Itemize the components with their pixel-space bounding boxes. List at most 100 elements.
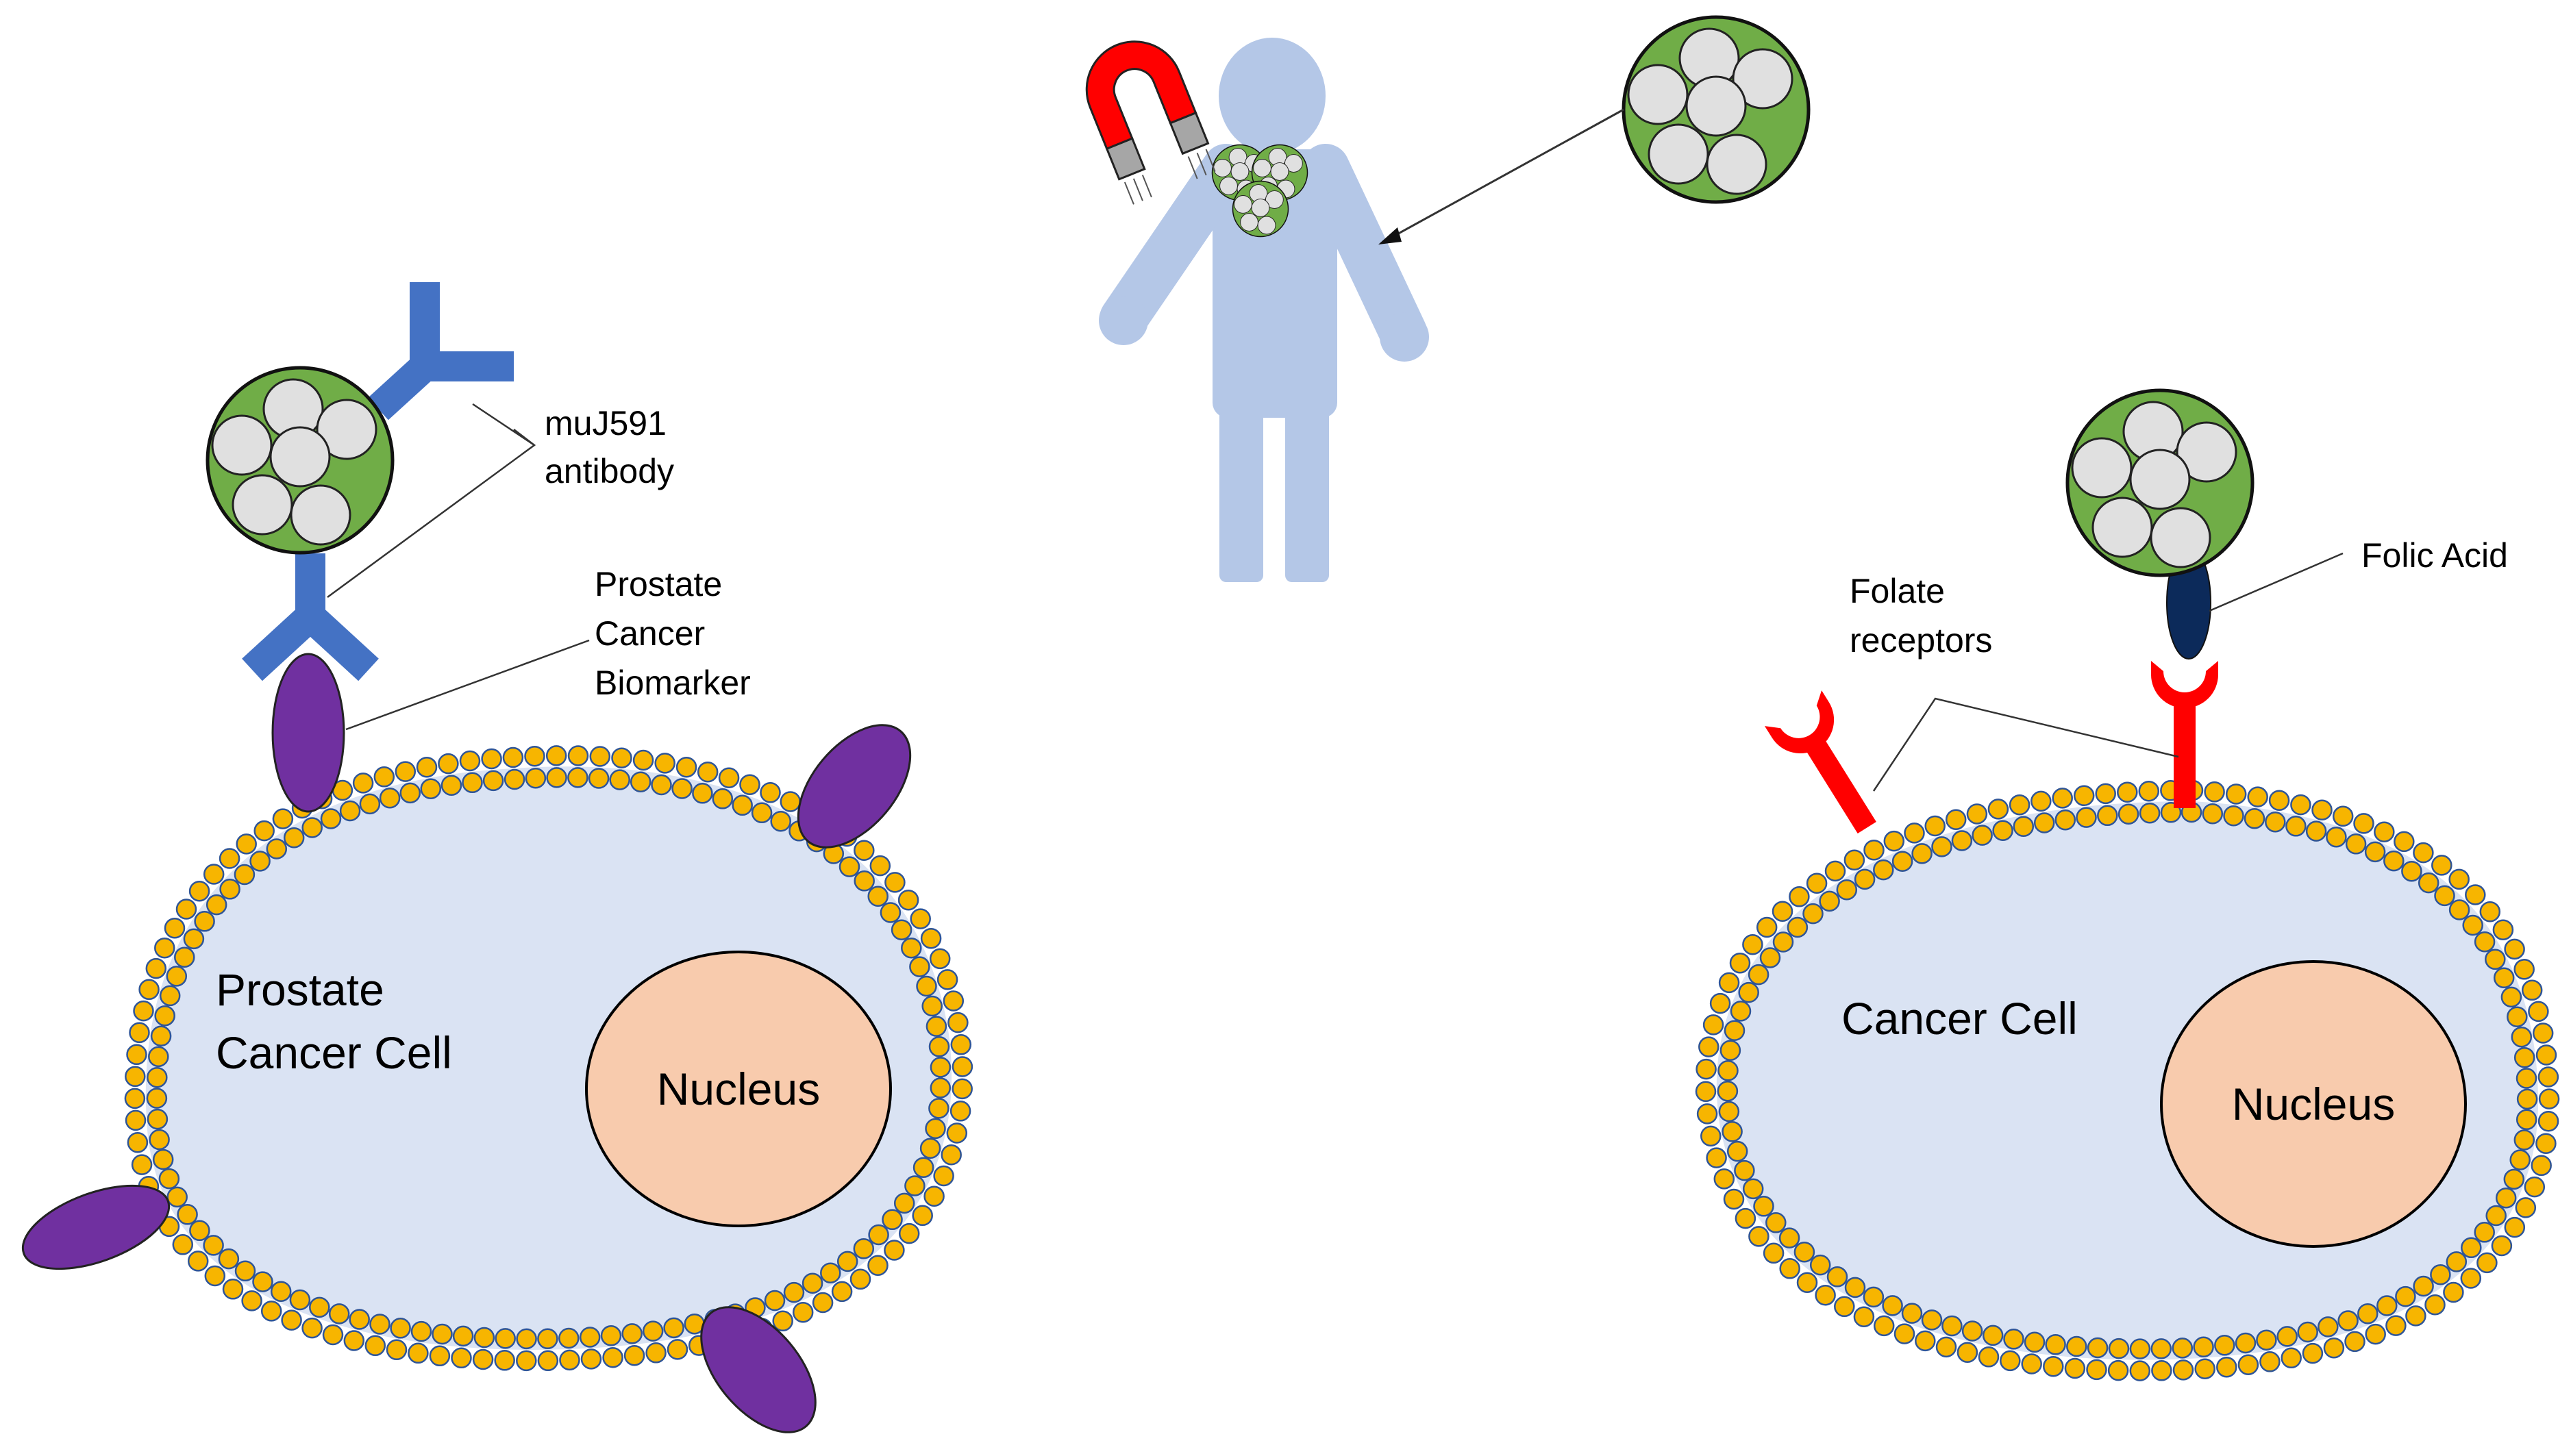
membrane-bead (2086, 1359, 2107, 1381)
membrane-bead (2305, 820, 2327, 842)
membrane-bead (175, 899, 197, 920)
membrane-bead (146, 1088, 168, 1109)
membrane-bead (580, 1348, 602, 1370)
membrane-bead (2364, 841, 2386, 863)
membrane-bead (880, 902, 902, 923)
membrane-bead (2465, 884, 2486, 905)
membrane-bead (2513, 1046, 2535, 1068)
membrane-bead (451, 1347, 472, 1369)
membrane-bead (1738, 981, 1759, 1003)
membrane-bead (950, 1034, 972, 1055)
membrane-bead (1873, 859, 1894, 881)
membrane-bead (559, 1349, 580, 1371)
membrane-bead (149, 1129, 170, 1151)
cell-label-line2: Cancer Cell (216, 1027, 452, 1078)
membrane-bead (2394, 831, 2415, 853)
membrane-bead (204, 1265, 226, 1287)
membrane-bead (854, 870, 875, 892)
membrane-bead (177, 1204, 198, 1225)
membrane-bead (537, 1350, 559, 1372)
biomarker-label-line1: Prostate (595, 565, 722, 603)
membrane-bead (187, 1251, 209, 1272)
membrane-bead (2297, 1321, 2318, 1343)
membrane-bead (912, 1157, 934, 1178)
membrane-bead (2401, 860, 2422, 882)
membrane-bead (1802, 903, 1824, 925)
membrane-bead (2511, 1026, 2533, 1048)
membrane-bead (1915, 1330, 1936, 1352)
membrane-bead (2066, 1335, 2087, 1357)
membrane-bead (2521, 979, 2543, 1001)
membrane-bead (138, 979, 160, 1001)
membrane-bead (166, 1186, 188, 1208)
membrane-bead (1759, 947, 1781, 968)
membrane-bead (1726, 1140, 1748, 1162)
membrane-bead (1778, 1227, 1800, 1248)
membrane-bead (893, 1192, 915, 1214)
membrane-bead (2503, 1168, 2525, 1190)
membrane-bead (253, 820, 275, 842)
membrane-bead (2537, 1110, 2559, 1132)
membrane-bead (1935, 1336, 1957, 1358)
membrane-bead (364, 1335, 386, 1357)
membrane-bead (219, 879, 240, 900)
membrane-bead (2513, 1129, 2535, 1151)
nucleus-label: Nucleus (657, 1064, 820, 1114)
membrane-bead (783, 1281, 805, 1303)
membrane-bead (379, 787, 401, 809)
membrane-bead (1719, 1040, 1741, 1061)
cancer-cell: Nucleus Cancer Cell (1695, 779, 2560, 1381)
membrane-bead (2150, 1338, 2172, 1359)
membrane-bead (1911, 843, 1933, 864)
membrane-bead (2204, 781, 2225, 803)
membrane-bead (164, 917, 186, 939)
membrane-bead (1882, 1295, 1903, 1316)
membrane-bead (2216, 1356, 2237, 1378)
membrane-bead (440, 775, 462, 796)
membrane-bead (2129, 1338, 2151, 1359)
membrane-bead (189, 1220, 210, 1242)
membrane-bead (420, 778, 442, 799)
membrane-bead (1931, 836, 1952, 857)
membrane-bead (654, 753, 675, 774)
membrane-bead (183, 928, 205, 950)
membrane-bead (2385, 1315, 2407, 1336)
membrane-bead (1772, 931, 1794, 953)
membrane-bead (386, 1339, 408, 1361)
membrane-bead (1729, 952, 1751, 974)
membrane-bead (1779, 1258, 1800, 1279)
membrane-bead (1735, 1207, 1756, 1229)
membrane-bead (252, 1271, 273, 1292)
membrane-bead (2531, 1155, 2552, 1177)
membrane-bead (234, 864, 256, 886)
membrane-bead (910, 908, 931, 929)
membrane-bead (473, 1327, 495, 1348)
membrane-bead (2237, 1354, 2259, 1375)
membrane-bead (219, 848, 240, 869)
membrane-bead (1883, 830, 1905, 852)
antibody-leader-lines (327, 403, 536, 599)
membrane-bead (459, 750, 481, 772)
membrane-bead (2064, 1357, 2086, 1379)
membrane-bead (928, 1098, 949, 1119)
membrane-bead (925, 1118, 946, 1140)
membrane-bead (1702, 1014, 1724, 1035)
membrane-bead (2515, 1197, 2537, 1218)
membrane-bead (2054, 809, 2076, 831)
membrane-bead (2448, 899, 2470, 920)
membrane-bead (2504, 1216, 2526, 1238)
membrane-bead (2247, 786, 2268, 807)
membrane-bead (1978, 1346, 2000, 1368)
membrane-bead (495, 1328, 516, 1349)
folate-receptor-label-line2: receptors (1850, 621, 1992, 660)
membrane-bead (2097, 805, 2118, 827)
membrane-bead (1700, 1125, 1722, 1147)
membrane-bead (399, 782, 421, 804)
membrane-bead (1924, 815, 1946, 837)
prostate-cancer-cell: Nucleus Prostate Cancer Cell (124, 745, 973, 1372)
membrane-bead (933, 1165, 954, 1187)
membrane-bead (611, 747, 632, 768)
membrane-bead (923, 1185, 945, 1207)
membrane-bead (289, 1289, 311, 1311)
